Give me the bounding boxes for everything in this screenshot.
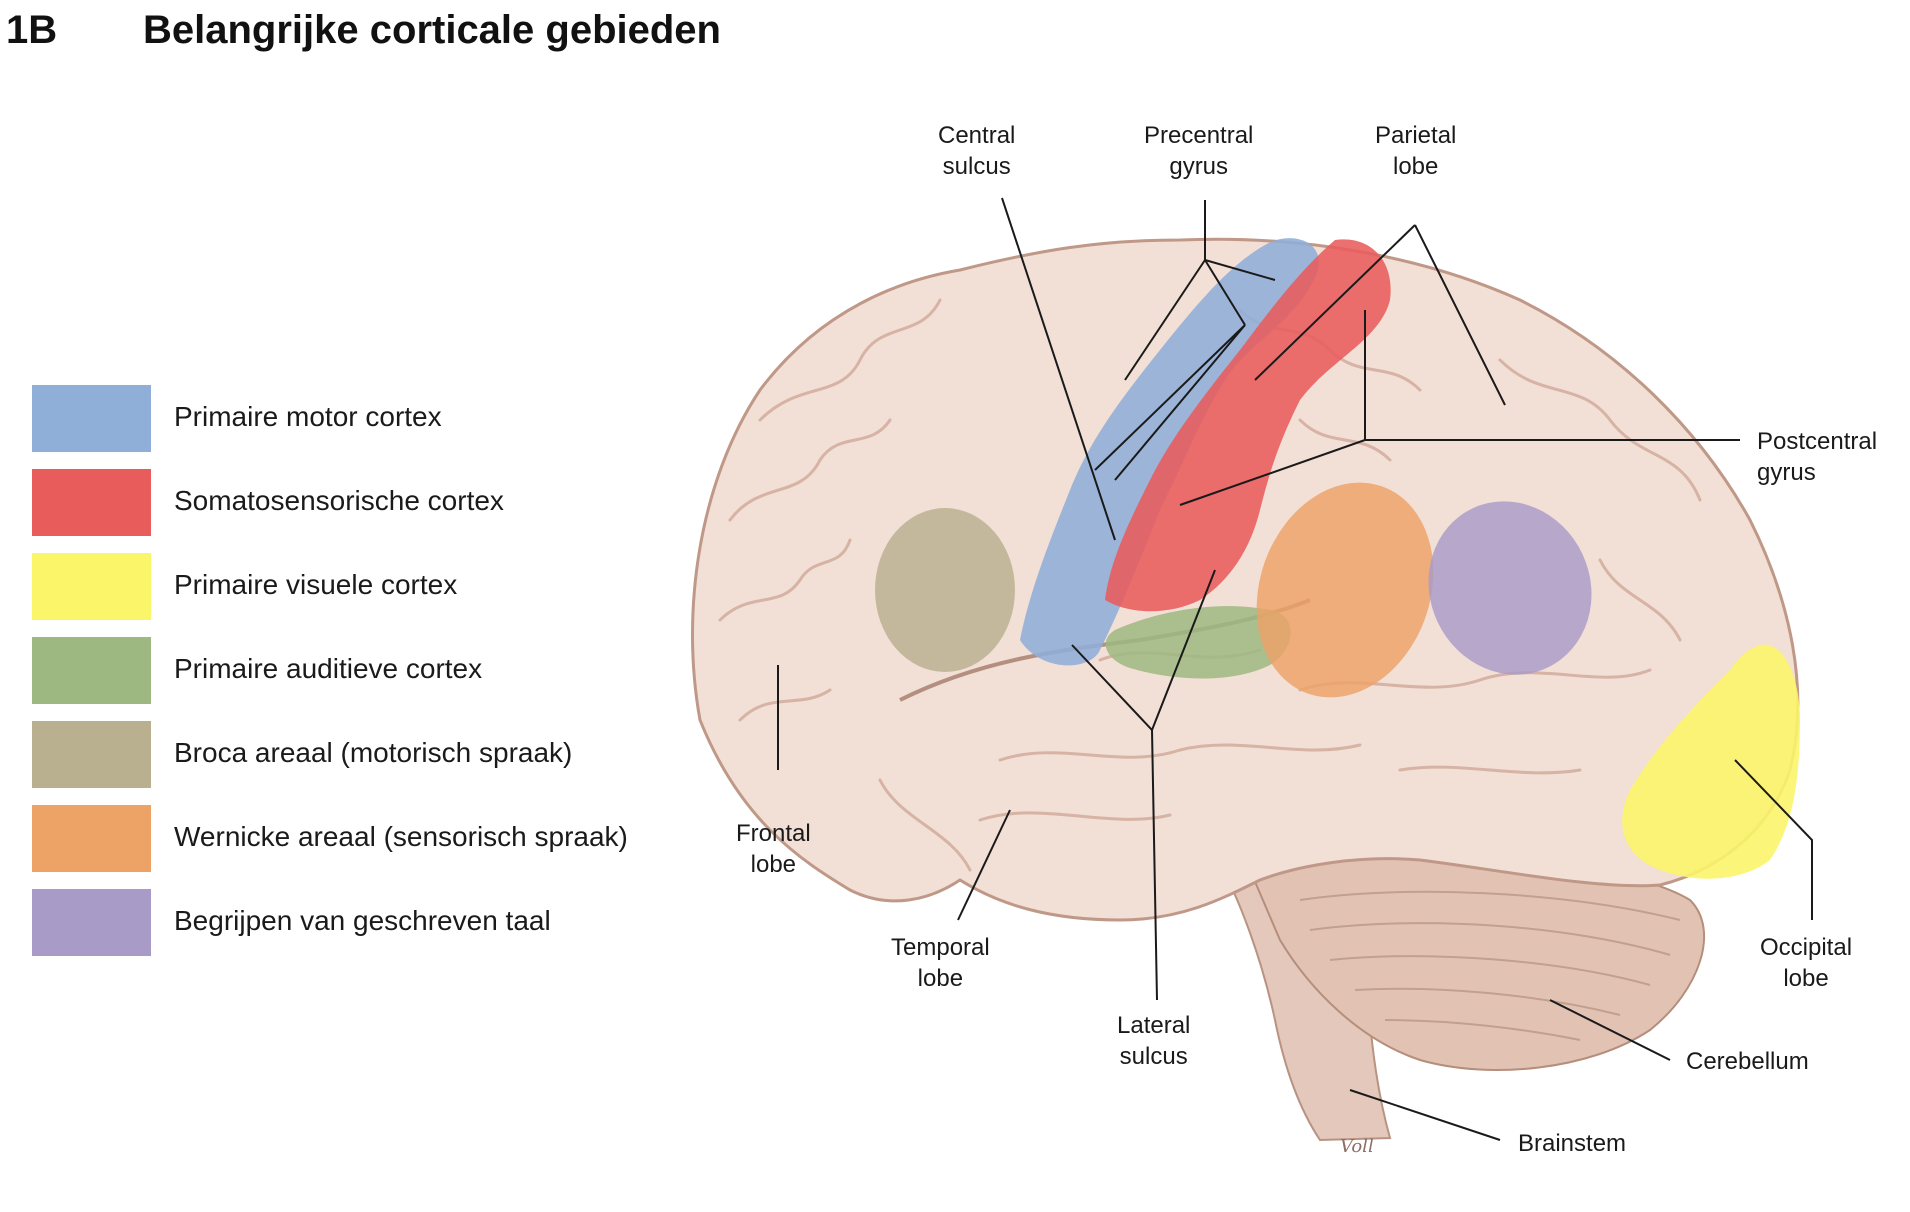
legend-swatch-somatosensory-cortex	[32, 469, 151, 536]
visual-cortex-region	[1622, 644, 1800, 879]
legend-item-wernicke-area: Wernicke areaal (sensorisch spraak)	[32, 805, 682, 872]
legend-label-written-language: Begrijpen van geschreven taal	[174, 905, 551, 936]
legend-label-motor-cortex: Primaire motor cortex	[174, 401, 442, 432]
somatosensory-cortex-region	[1105, 239, 1391, 612]
legend-label-somatosensory-cortex: Somatosensorische cortex	[174, 485, 504, 516]
legend-item-auditory-cortex: Primaire auditieve cortex	[32, 637, 682, 704]
legend-label-visual-cortex: Primaire visuele cortex	[174, 569, 458, 600]
page-heading: 1B Belangrijke corticale gebieden	[6, 8, 906, 58]
wernicke-area-region	[1256, 482, 1434, 698]
legend-swatch-visual-cortex	[32, 553, 151, 620]
brain-illustration: Voll	[691, 197, 1813, 1157]
page-title: Belangrijke corticale gebieden	[143, 8, 721, 52]
legend-label-auditory-cortex: Primaire auditieve cortex	[174, 653, 483, 684]
legend-swatch-motor-cortex	[32, 385, 151, 452]
legend-swatch-wernicke-area	[32, 805, 151, 872]
legend-item-broca-area: Broca areaal (motorisch spraak)	[32, 721, 682, 788]
legend-item-somatosensory-cortex: Somatosensorische cortex	[32, 469, 682, 536]
legend-swatch-broca-area	[32, 721, 151, 788]
label-brainstem: Brainstem	[1518, 1130, 1627, 1157]
artist-signature: Voll	[1340, 1136, 1374, 1157]
legend-item-motor-cortex: Primaire motor cortex	[32, 385, 682, 452]
written-language-region	[1428, 501, 1592, 675]
legend-swatch-written-language	[32, 889, 151, 956]
legend-item-written-language: Begrijpen van geschreven taal	[32, 889, 682, 956]
legend-label-broca-area: Broca areaal (motorisch spraak)	[174, 737, 573, 768]
legend-item-visual-cortex: Primaire visuele cortex	[32, 553, 682, 620]
auditory-cortex-region	[1105, 606, 1291, 679]
legend: Primaire motor cortex Somatosensorische …	[32, 385, 682, 973]
section-number: 1B	[6, 8, 58, 52]
label-cerebellum: Cerebellum	[1686, 1048, 1809, 1075]
legend-label-wernicke-area: Wernicke areaal (sensorisch spraak)	[174, 821, 628, 852]
broca-area-region	[875, 508, 1015, 672]
legend-swatch-auditory-cortex	[32, 637, 151, 704]
